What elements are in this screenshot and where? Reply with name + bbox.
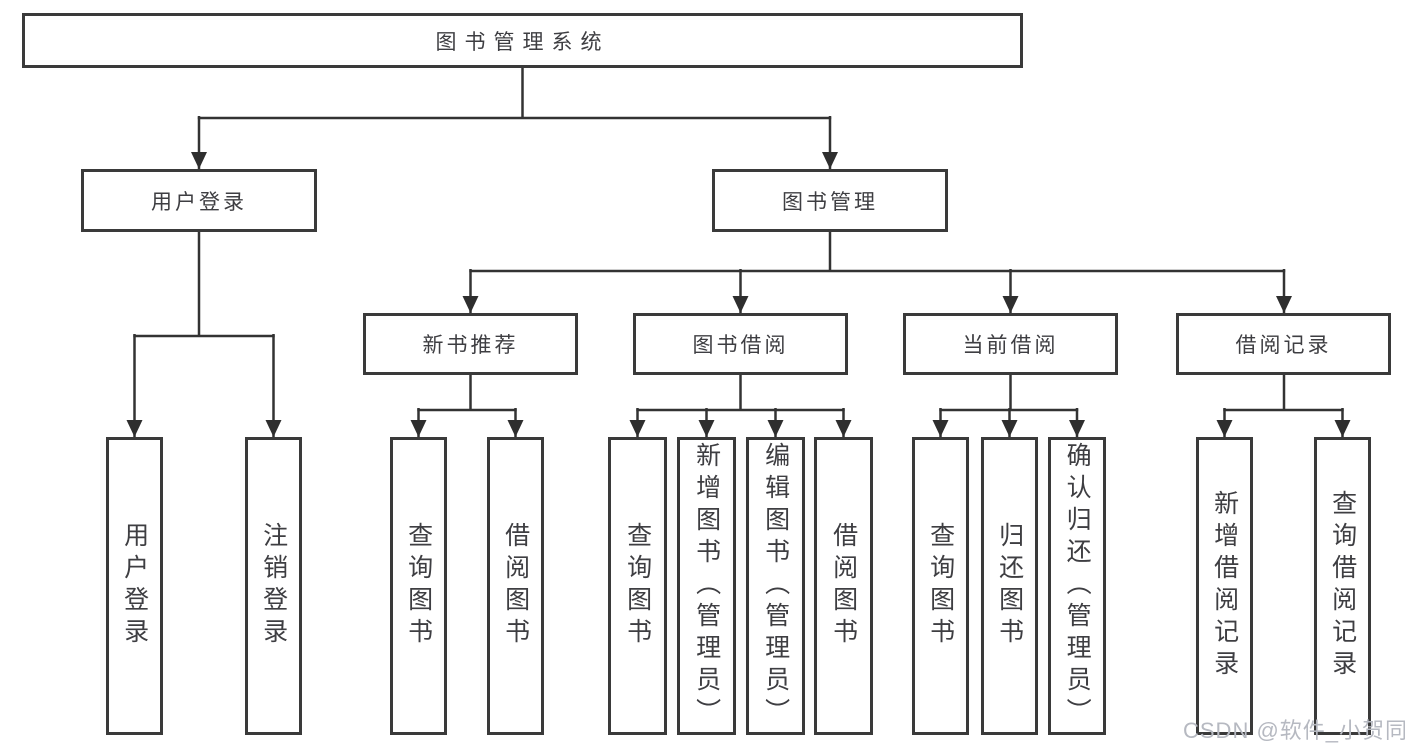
node-book-management-label: 图书管理 xyxy=(782,190,878,214)
node-login-label: 用户登录 xyxy=(120,522,149,650)
node-cb-return-books-label: 归还图书 xyxy=(995,522,1024,650)
node-cb-confirm-return-admin: 确认归还（管理员） xyxy=(1048,437,1106,735)
node-current-borrowing: 当前借阅 xyxy=(903,313,1118,375)
node-logout-label: 注销登录 xyxy=(259,522,288,650)
node-new-book-recommend: 新书推荐 xyxy=(363,313,578,375)
node-logout: 注销登录 xyxy=(245,437,302,735)
node-cb-query-books: 查询图书 xyxy=(912,437,969,735)
node-borrowing-records-label: 借阅记录 xyxy=(1235,334,1332,357)
node-system-root-label: 图书管理系统 xyxy=(435,30,610,54)
node-cb-query-books-label: 查询图书 xyxy=(926,522,955,650)
node-current-borrowing-label: 当前借阅 xyxy=(962,334,1059,357)
node-bb-borrow-books: 借阅图书 xyxy=(814,437,873,735)
node-bb-borrow-books-label: 借阅图书 xyxy=(829,522,858,650)
node-system-root: 图书管理系统 xyxy=(22,13,1023,68)
node-bb-add-books-admin-label: 新增图书（管理员） xyxy=(692,442,721,730)
node-borrowing-records: 借阅记录 xyxy=(1176,313,1391,375)
node-br-add-record: 新增借阅记录 xyxy=(1196,437,1253,735)
node-bb-query-books-label: 查询图书 xyxy=(623,522,652,650)
node-user-login-label: 用户登录 xyxy=(151,190,247,214)
node-cb-return-books: 归还图书 xyxy=(981,437,1038,735)
node-cb-confirm-return-admin-label: 确认归还（管理员） xyxy=(1063,442,1092,730)
node-bb-query-books: 查询图书 xyxy=(608,437,667,735)
node-bb-edit-books-admin: 编辑图书（管理员） xyxy=(746,437,805,735)
node-book-management: 图书管理 xyxy=(712,169,948,232)
node-book-borrowing-label: 图书借阅 xyxy=(692,334,789,357)
node-br-query-record: 查询借阅记录 xyxy=(1314,437,1371,735)
node-new-book-recommend-label: 新书推荐 xyxy=(422,334,519,357)
node-login: 用户登录 xyxy=(106,437,163,735)
node-bb-add-books-admin: 新增图书（管理员） xyxy=(677,437,736,735)
node-br-add-record-label: 新增借阅记录 xyxy=(1210,490,1239,682)
node-rec-borrow-books: 借阅图书 xyxy=(487,437,544,735)
node-rec-query-books: 查询图书 xyxy=(390,437,447,735)
node-rec-query-books-label: 查询图书 xyxy=(404,522,433,650)
node-rec-borrow-books-label: 借阅图书 xyxy=(501,522,530,650)
csdn-watermark: CSDN @软件_小贺同学 xyxy=(1183,718,1405,743)
node-bb-edit-books-admin-label: 编辑图书（管理员） xyxy=(761,442,790,730)
node-br-query-record-label: 查询借阅记录 xyxy=(1328,490,1357,682)
node-user-login: 用户登录 xyxy=(81,169,317,232)
node-book-borrowing: 图书借阅 xyxy=(633,313,848,375)
